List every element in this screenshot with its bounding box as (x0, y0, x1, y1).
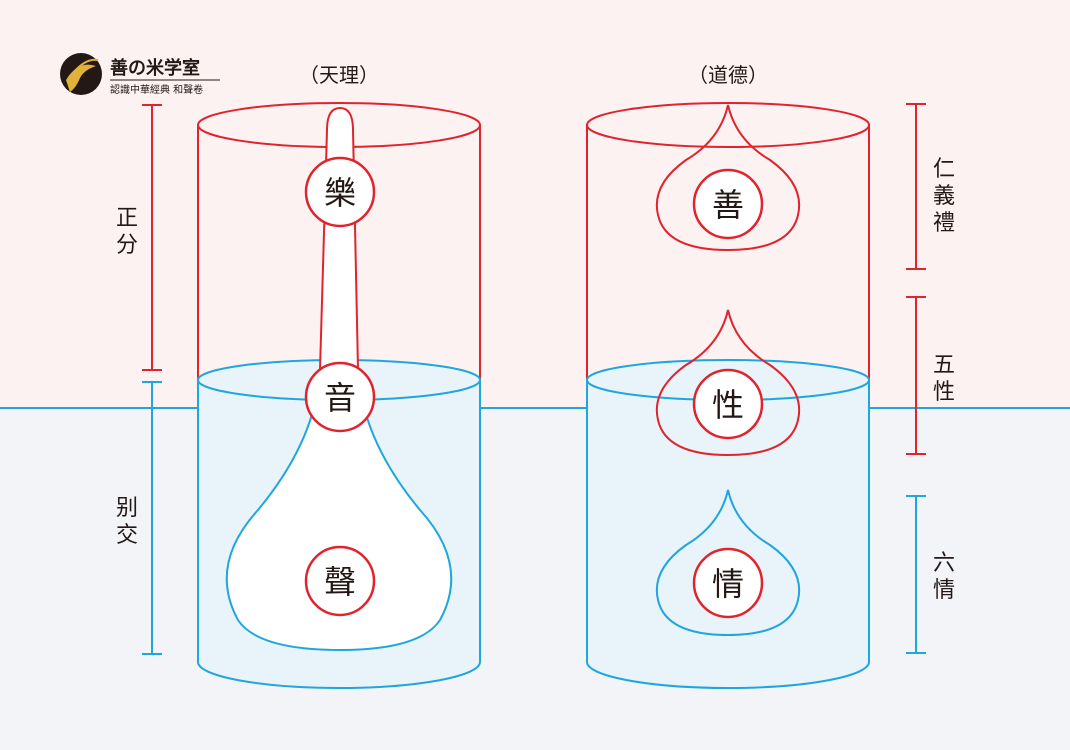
right-label-mid-2: 性 (933, 380, 955, 405)
right-bracket-top (906, 103, 926, 270)
left-label-upper-1: 正 (116, 206, 138, 231)
left-circle-mid-label: 音 (324, 379, 356, 417)
right-drop-mid (655, 309, 801, 457)
right-label-mid-1: 五 (933, 353, 955, 378)
right-drop-bottom (655, 489, 801, 637)
left-circle-mid (304, 361, 376, 433)
right-label-bottom-2: 情 (933, 578, 955, 603)
left-label-upper-2: 分 (116, 233, 138, 258)
right-label-top-2: 義 (933, 184, 955, 209)
left-title: （天理） (299, 63, 379, 87)
right-label-top-3: 禮 (933, 211, 955, 236)
right-label-top-1: 仁 (933, 157, 955, 182)
right-water-body (586, 379, 870, 689)
right-drop-top (655, 104, 801, 252)
left-circle-bottom (304, 545, 376, 617)
brand-logo: 善の米学室 認識中華經典 和聲卷 (60, 53, 220, 96)
right-label-bottom-1: 六 (933, 551, 955, 576)
right-circle-top (692, 168, 764, 240)
brand-name: 善の米学室 (110, 57, 200, 79)
left-label-lower-2: 交 (116, 523, 138, 548)
left-circle-top (304, 156, 376, 228)
right-circle-bottom-label: 情 (712, 565, 744, 603)
right-cylinder: 善 性 情 (586, 102, 870, 689)
brand-tagline: 認識中華經典 和聲卷 (110, 83, 203, 96)
right-bracket-mid (906, 296, 926, 455)
right-top-rim (586, 102, 870, 148)
left-label-lower-1: 别 (116, 496, 138, 521)
left-cylinder: 樂 音 聲 (197, 102, 481, 689)
left-circle-top-label: 樂 (324, 174, 356, 212)
upper-background (0, 0, 1070, 408)
left-bracket-upper (142, 104, 162, 371)
right-circle-mid-label: 性 (712, 386, 744, 424)
lower-background (0, 408, 1070, 750)
left-bracket-lower (142, 381, 162, 655)
right-title: （道德） (688, 63, 768, 87)
right-bracket-bottom (906, 495, 926, 654)
right-circle-bottom (692, 547, 764, 619)
left-circle-bottom-label: 聲 (324, 563, 356, 601)
right-circle-mid (692, 368, 764, 440)
right-circle-top-label: 善 (712, 186, 744, 224)
